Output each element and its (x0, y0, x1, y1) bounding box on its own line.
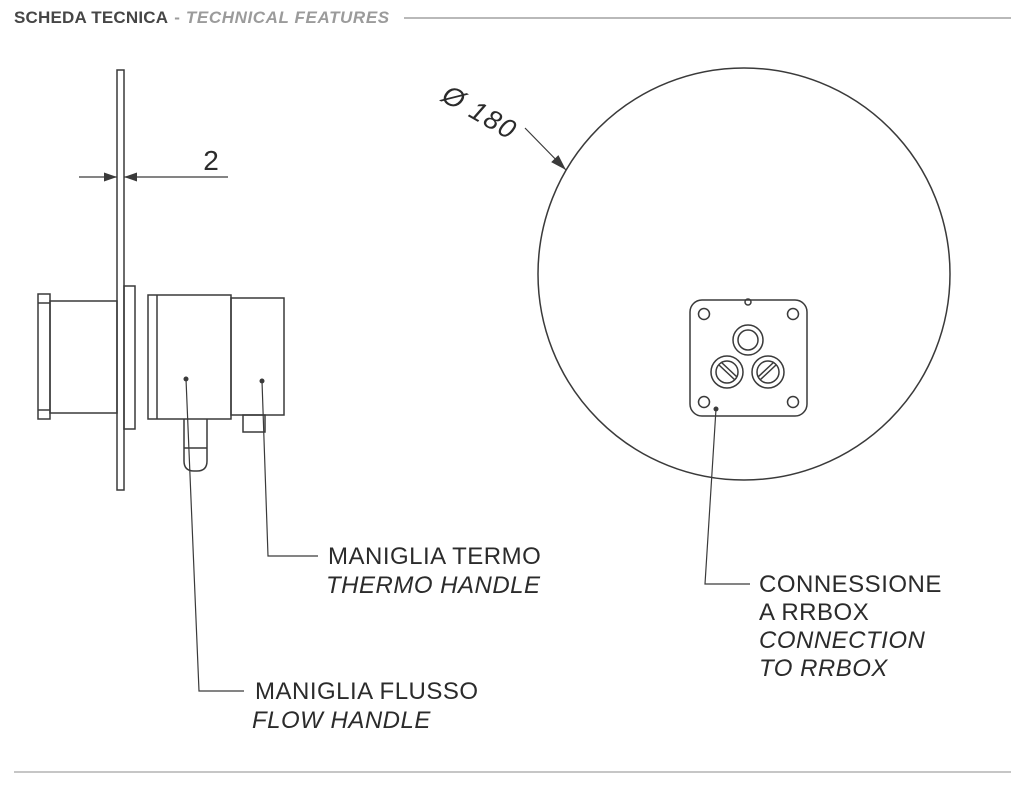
flow-handle (147, 294, 232, 420)
flow-lever (183, 419, 208, 472)
flow-leader-dot (183, 376, 189, 382)
screw-right-inner (756, 360, 780, 384)
screw-right (751, 355, 785, 389)
thermo-leader-dot (259, 378, 265, 384)
flow-handle-label-it: MANIGLIA FLUSSO (255, 678, 479, 705)
screw-right-slot (757, 361, 777, 381)
sheet-title-en: TECHNICAL FEATURES (185, 8, 390, 27)
dimension-arrow-left (104, 172, 117, 182)
mounting-flange (123, 285, 136, 430)
connection-label-line4: TO RRBOX (759, 655, 888, 682)
valve-body-cap (37, 293, 51, 420)
flow-leader (185, 378, 244, 692)
flow-handle-label-en: FLOW HANDLE (252, 707, 431, 734)
header: SCHEDA TECNICA - TECHNICAL FEATURES (14, 7, 1011, 29)
connection-leader (704, 408, 750, 585)
outlet-top-inner (737, 329, 759, 351)
annotation-markers (104, 155, 719, 412)
title-separator: - (174, 8, 180, 27)
connection-plate (689, 299, 808, 417)
connection-label-line1: CONNESSIONE (759, 571, 942, 598)
screw-left-inner (715, 360, 739, 384)
footer-rule (14, 771, 1011, 773)
screw-left-slot (718, 361, 738, 381)
sheet-title-it: SCHEDA TECNICA (14, 8, 169, 27)
thermo-handle-label-it: MANIGLIA TERMO (328, 543, 541, 570)
thermo-handle (230, 297, 285, 416)
side-view (37, 69, 285, 491)
dimension-arrow-right (124, 172, 137, 182)
thickness-dimension-value: 2 (203, 145, 219, 176)
thermo-handle-label-en: THERMO HANDLE (326, 572, 541, 599)
rosette-circle (537, 67, 951, 481)
plate-hole (786, 395, 800, 409)
plate-notch (744, 298, 752, 306)
header-rule (403, 17, 1011, 19)
thermo-handle-tab (242, 414, 266, 433)
plate-hole (697, 307, 711, 321)
annotation-lines (79, 127, 750, 692)
connection-leader-dot (713, 406, 719, 412)
diameter-label: Ø 180 (436, 79, 522, 146)
screw-left (710, 355, 744, 389)
outlet-top (732, 324, 764, 356)
connection-label-line2: A RRBOX (759, 599, 869, 626)
valve-body (49, 300, 118, 414)
front-view (537, 67, 951, 481)
wall-plate (116, 69, 125, 491)
thermo-leader (261, 380, 318, 557)
diameter-arrow (551, 155, 566, 170)
connection-label-line3: CONNECTION (759, 627, 926, 654)
plate-hole (697, 395, 711, 409)
plate-hole (786, 307, 800, 321)
